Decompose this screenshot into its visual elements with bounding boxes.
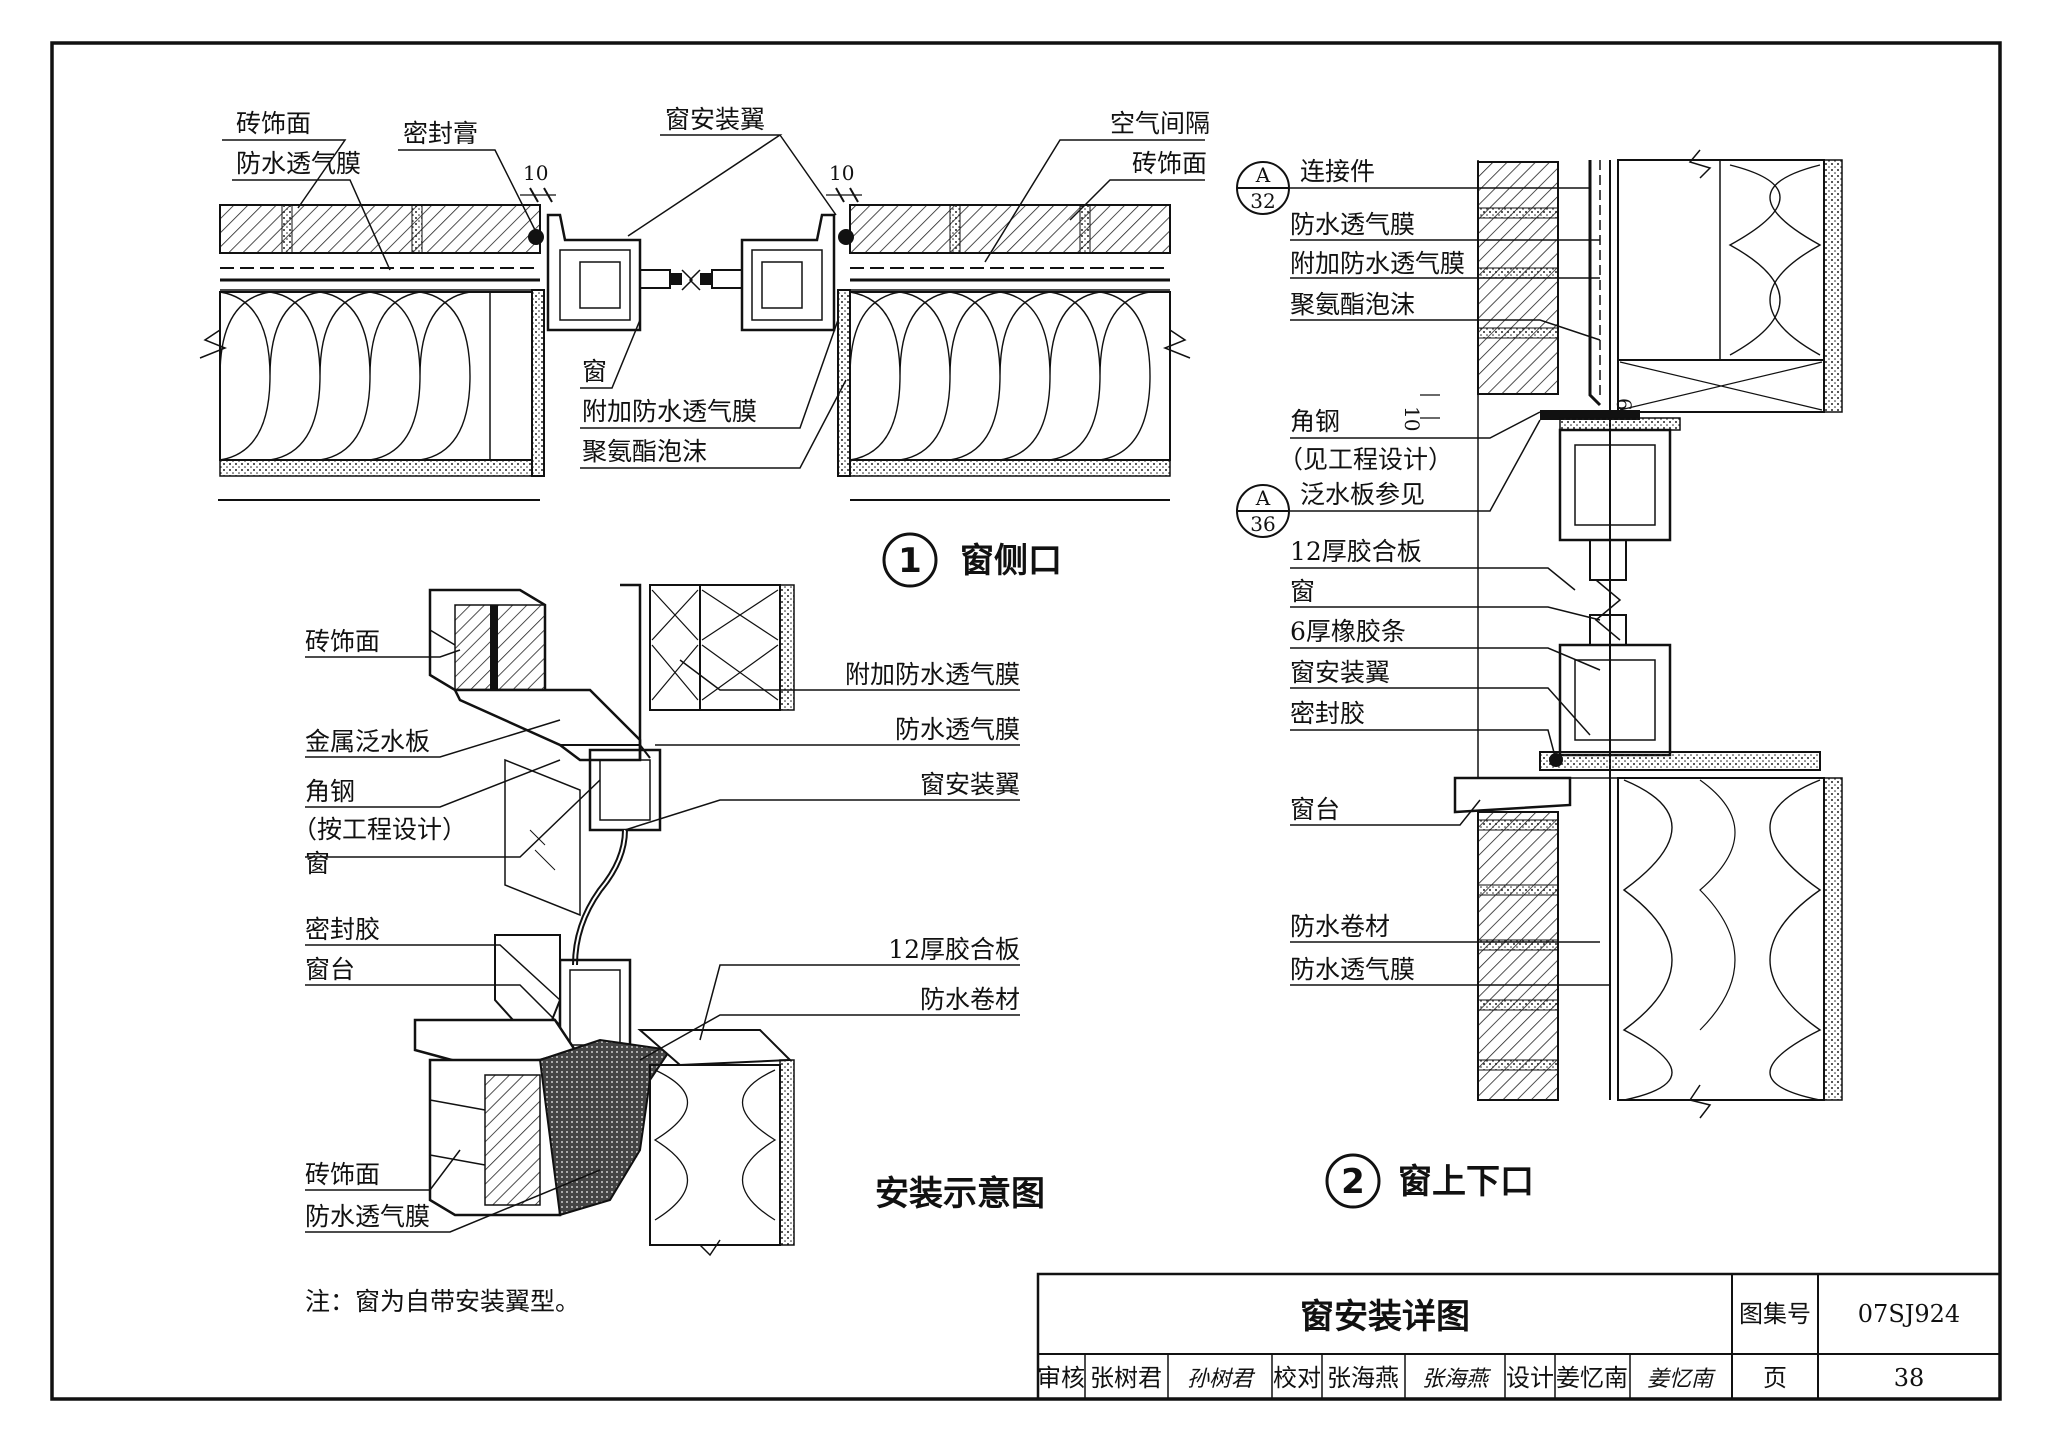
s1-sealant-paste: 密封膏 [403,119,478,148]
atlas-label: 图集号 [1739,1300,1811,1328]
reviewer-signature: 孙树君 [1187,1367,1256,1392]
s3-sill: 窗台 [305,955,355,984]
check-label: 校对 [1273,1364,1321,1392]
ref1-page: 32 [1250,189,1275,213]
s2-additional-membrane: 附加防水透气膜 [1290,249,1465,278]
s3-per-project: （按工程设计） [292,815,467,844]
s2-dim-6: 6 [1612,398,1636,411]
s1-breathable-membrane: 防水透气膜 [236,149,361,178]
title-block: 窗安装详图 图集号 07SJ924 页 38 审核 张树君 孙树君 校对 张海燕… [1036,1272,2002,1401]
section2-drawing: 10 6 A 32 A 36 连接件 防水透气膜 [1236,149,1843,1209]
designer-signature: 姜忆南 [1647,1367,1716,1392]
s1-brick-face-right: 砖饰面 [1132,149,1207,178]
s3-sealant: 密封胶 [305,915,380,944]
s2-install-wing: 窗安装翼 [1290,658,1390,687]
s2-connector: 连接件 [1300,157,1375,186]
s1-window: 窗 [582,357,607,386]
s2-rubber-strip: 6厚橡胶条 [1290,617,1406,646]
s2-plywood: 12厚胶合板 [1290,537,1422,566]
s2-breathable-membrane: 防水透气膜 [1290,210,1415,239]
section1-drawing: 砖饰面 密封膏 窗安装翼 空气间隔 砖饰面 防水透气膜 窗 附加防水透气膜 聚氨… [199,105,1210,588]
s2-sill: 窗台 [1290,795,1340,824]
s3-install-wing: 窗安装翼 [920,770,1020,799]
checker-signature: 张海燕 [1422,1367,1492,1392]
designer-name: 姜忆南 [1556,1364,1628,1392]
reviewer-name: 张树君 [1090,1364,1162,1392]
design-label: 设计 [1506,1364,1554,1392]
s2-sealant: 密封胶 [1290,699,1365,728]
sheet-border [50,41,2002,1401]
s2-number: 2 [1341,1162,1365,1202]
ref2-page: 36 [1250,512,1275,536]
s2-breathable-membrane-2: 防水透气膜 [1290,955,1415,984]
s3-plywood: 12厚胶合板 [888,935,1020,964]
s3-waterproof-roll: 防水卷材 [920,985,1020,1014]
s1-install-wing: 窗安装翼 [665,105,765,134]
atlas-number: 07SJ924 [1858,1300,1960,1328]
s3-angle-steel: 角钢 [305,777,355,806]
page-number: 38 [1894,1364,1925,1392]
s3-breathable-membrane: 防水透气膜 [895,715,1020,744]
s3-title: 安装示意图 [875,1174,1045,1214]
s1-additional-membrane: 附加防水透气膜 [582,397,757,426]
page-label: 页 [1763,1364,1787,1392]
ref1-letter: A [1255,163,1271,187]
s2-angle-steel: 角钢 [1290,407,1340,436]
drawing-title: 窗安装详图 [1300,1297,1470,1337]
s2-window: 窗 [1290,577,1315,606]
s1-dim-right: 10 [829,161,854,185]
s2-dim-10: 10 [1400,406,1424,431]
section3-drawing: 砖饰面 金属泛水板 角钢 （按工程设计） 窗 密封胶 窗台 砖饰面 防水透气膜 … [292,583,1045,1257]
note: 注：窗为自带安装翼型。 [305,1287,580,1316]
checker-name: 张海燕 [1327,1364,1399,1392]
review-label: 审核 [1037,1364,1085,1392]
s3-metal-flashing: 金属泛水板 [305,727,430,756]
s3-window: 窗 [305,849,330,878]
s1-pu-foam: 聚氨酯泡沫 [582,437,707,466]
s2-see-project: （见工程设计） [1278,445,1453,474]
s1-brick-face: 砖饰面 [236,109,311,138]
s2-waterproof-roll: 防水卷材 [1290,912,1390,941]
s3-brick-face: 砖饰面 [305,627,380,656]
s3-additional-membrane: 附加防水透气膜 [845,660,1020,689]
s3-breathable-membrane-2: 防水透气膜 [305,1202,430,1231]
s2-title: 窗上下口 [1398,1162,1534,1202]
s1-air-gap: 空气间隔 [1110,109,1210,138]
s1-title: 窗侧口 [960,541,1062,581]
ref2-letter: A [1255,486,1271,510]
s1-number: 1 [898,541,922,581]
s1-dim-left: 10 [523,161,548,185]
s2-pu-foam: 聚氨酯泡沫 [1290,290,1415,319]
s2-flashing-ref: 泛水板参见 [1300,480,1425,509]
s3-brick-face-2: 砖饰面 [305,1160,380,1189]
